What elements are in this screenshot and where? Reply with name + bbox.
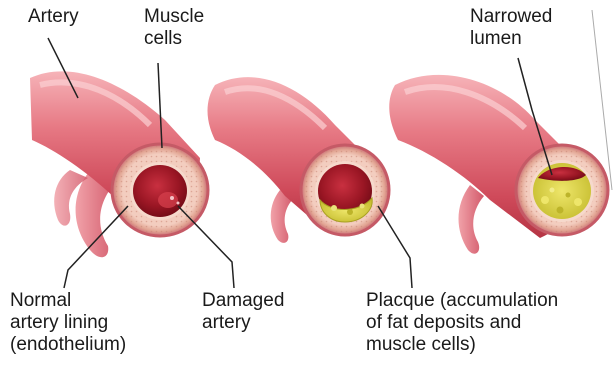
label-plaque: Placque (accumulation of fat deposits an… [366,290,558,356]
label-muscle-cells: Muscle cells [144,6,204,50]
lumen [133,165,187,217]
label-normal-lining: Normal artery lining (endothelium) [10,290,126,356]
label-damaged-artery: Damaged artery [202,290,284,334]
normal-artery [30,71,208,257]
leader-plaque [378,206,412,288]
narrowed-artery [389,75,608,254]
label-narrowed-lumen: Narrowed lumen [470,6,552,50]
label-artery: Artery [28,6,79,28]
branch-vessel [458,185,484,254]
damaged-artery [208,77,390,243]
